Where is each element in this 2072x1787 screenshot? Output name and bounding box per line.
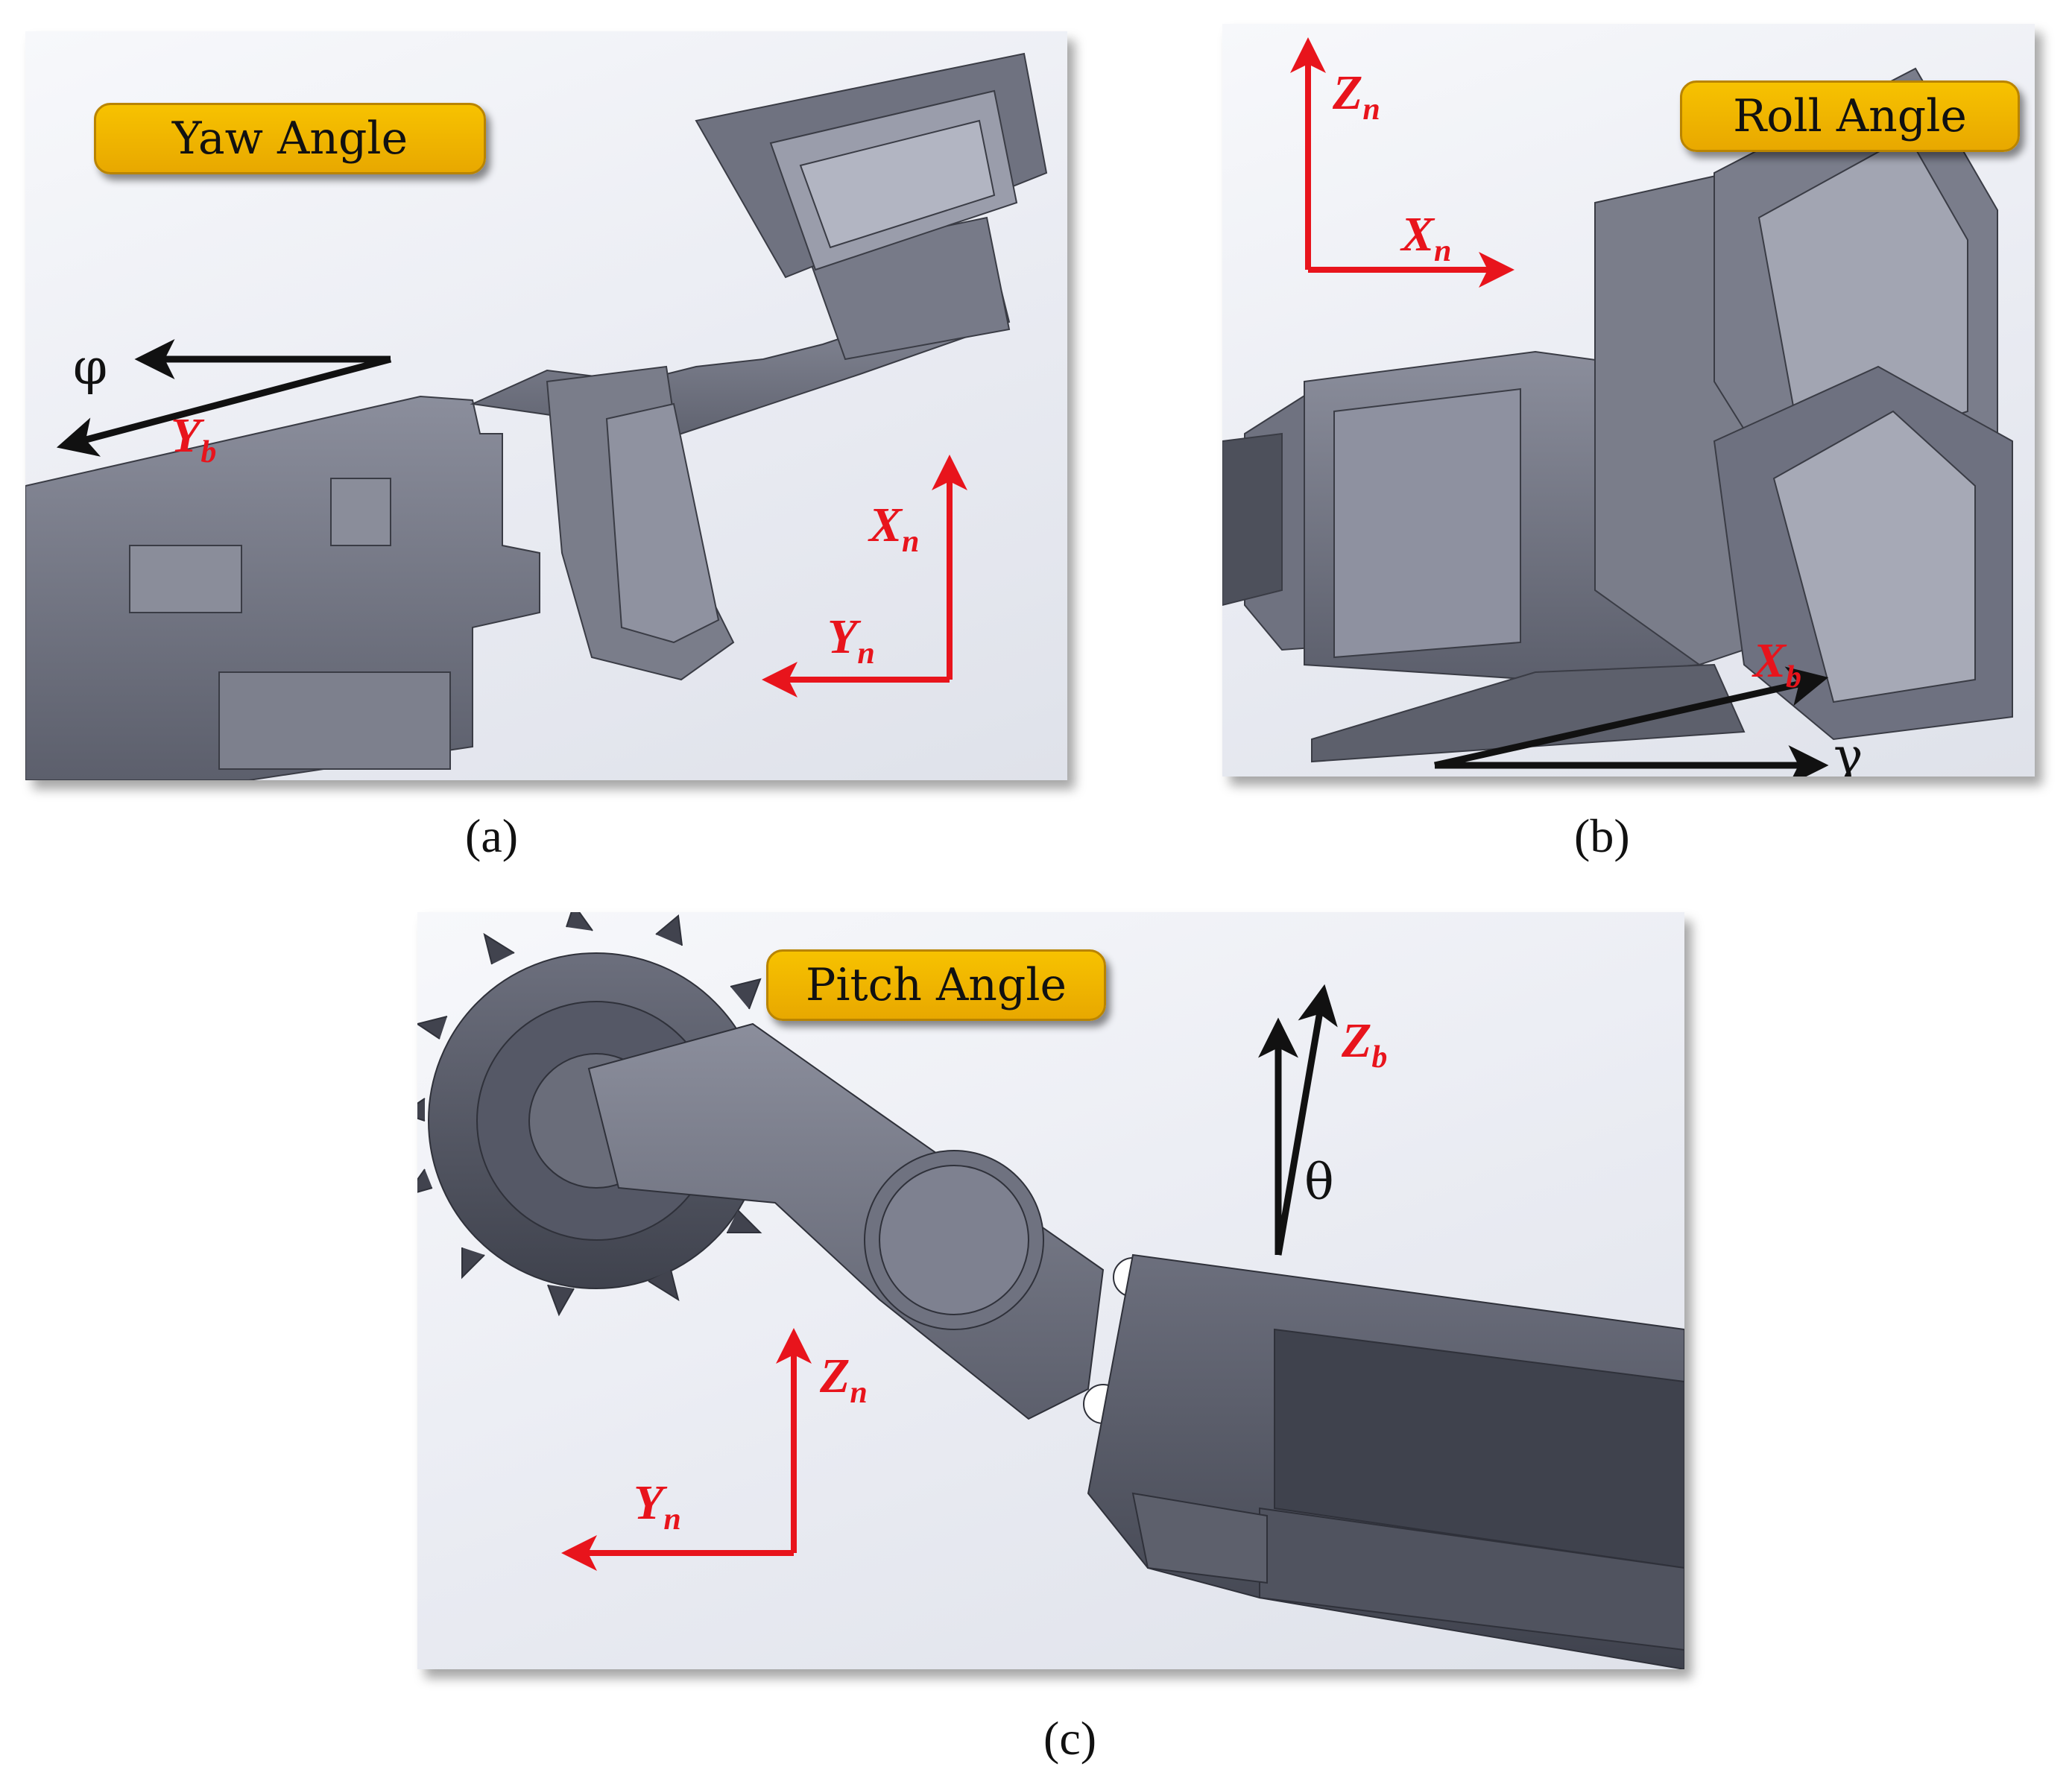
- gamma-symbol: γ: [1833, 727, 1863, 777]
- zn-label-b: Zn: [1333, 66, 1380, 127]
- panel-pitch: Pitch Angle Zb θ Zn Yn: [417, 912, 1684, 1669]
- zn-label-b-main: Z: [1333, 66, 1363, 120]
- pitch-angle-arrows: [1258, 984, 1338, 1256]
- zn-label-c-sub: n: [850, 1376, 868, 1410]
- yaw-angle-arrows: [56, 339, 392, 457]
- zn-label-c-main: Z: [820, 1349, 850, 1403]
- yaw-angle-badge-text: Yaw Angle: [171, 113, 408, 165]
- roll-angle-badge: Roll Angle: [1680, 80, 2020, 152]
- yn-label-sub: n: [857, 636, 875, 671]
- pitch-machine-drawing: [417, 912, 1684, 1669]
- zb-label: Zb: [1342, 1013, 1388, 1075]
- panel-roll: Roll Angle Zn Xn Xb γ: [1222, 24, 2035, 777]
- phi-symbol: φ: [73, 338, 108, 396]
- caption-a: (a): [465, 809, 519, 862]
- xn-label-b-sub: n: [1434, 234, 1452, 268]
- yaw-angle-badge: Yaw Angle: [94, 103, 486, 174]
- roll-n-frame-axes: [1290, 37, 1514, 288]
- zn-label-c: Zn: [820, 1349, 868, 1410]
- yaw-boom-body: [25, 216, 1011, 780]
- xb-label-main: X: [1753, 633, 1787, 688]
- zb-label-sub: b: [1371, 1040, 1388, 1075]
- xb-label: Xb: [1753, 633, 1802, 695]
- xn-label-b-main: X: [1401, 207, 1435, 262]
- zn-label-b-sub: n: [1362, 92, 1380, 127]
- yn-label-c-main: Y: [634, 1476, 664, 1530]
- roll-machine-drawing: [1222, 37, 2013, 777]
- pitch-body: [1087, 1253, 1684, 1669]
- caption-c: (c): [1043, 1712, 1097, 1765]
- yb-label: Yb: [171, 408, 217, 469]
- yaw-cutter-drum: [695, 52, 1048, 279]
- xn-label: Xn: [869, 498, 920, 559]
- yn-label-c-sub: n: [663, 1502, 681, 1537]
- yaw-n-frame-axes: [762, 455, 967, 698]
- pitch-angle-badge: Pitch Angle: [766, 949, 1106, 1021]
- yn-label-c: Yn: [634, 1476, 681, 1537]
- caption-b: (b): [1574, 809, 1630, 862]
- yn-label: Yn: [827, 610, 875, 671]
- xn-label-main: X: [869, 498, 903, 552]
- yb-label-sub: b: [200, 435, 217, 469]
- yn-label-main: Y: [827, 610, 858, 664]
- xn-label-b: Xn: [1401, 207, 1452, 268]
- zb-label-main: Z: [1342, 1013, 1372, 1068]
- yaw-machine-drawing: [25, 52, 1048, 780]
- roll-cutter-drums: [1713, 67, 2013, 741]
- pitch-n-frame-axes: [561, 1328, 812, 1571]
- roll-angle-badge-text: Roll Angle: [1733, 90, 1967, 142]
- roll-angle-arrows: [1434, 666, 1829, 777]
- panel-yaw: Yaw Angle φ Yb Xn Yn: [25, 31, 1067, 780]
- theta-symbol: θ: [1304, 1154, 1334, 1211]
- xn-label-sub: n: [902, 525, 920, 559]
- yb-label-main: Y: [171, 408, 201, 463]
- pitch-angle-badge-text: Pitch Angle: [805, 959, 1067, 1011]
- xb-label-sub: b: [1786, 660, 1802, 695]
- pitch-arm: [587, 1022, 1153, 1424]
